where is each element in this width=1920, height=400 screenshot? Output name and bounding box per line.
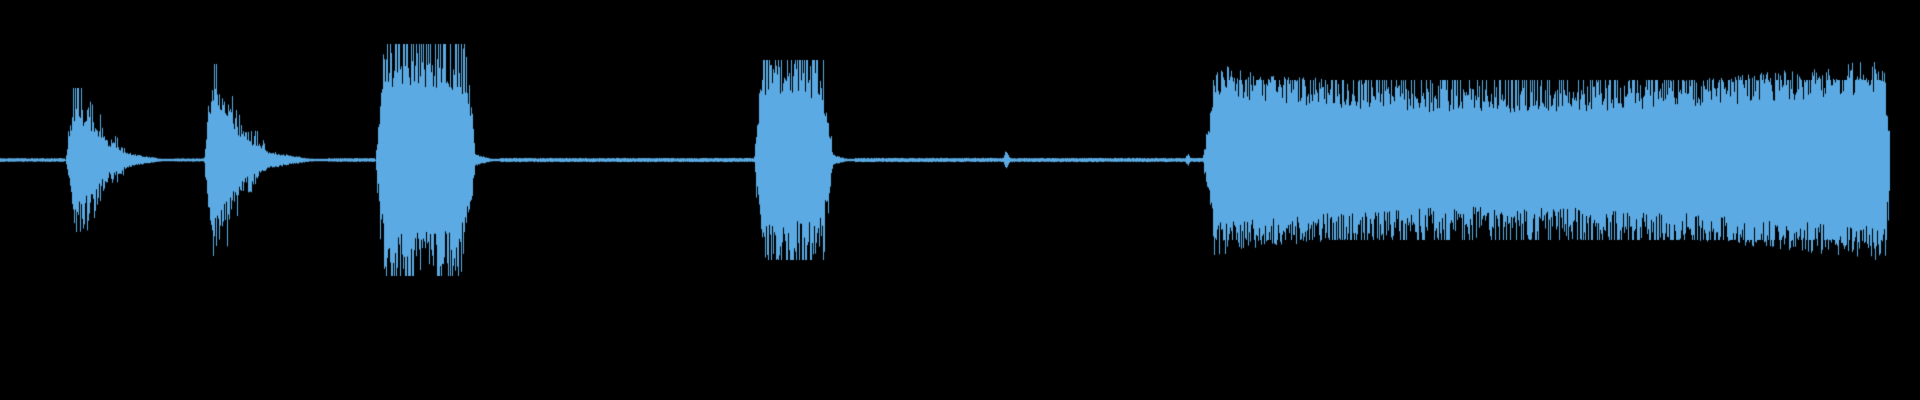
audio-waveform-viewer[interactable]: [0, 0, 1920, 400]
waveform-canvas[interactable]: [0, 0, 1920, 400]
